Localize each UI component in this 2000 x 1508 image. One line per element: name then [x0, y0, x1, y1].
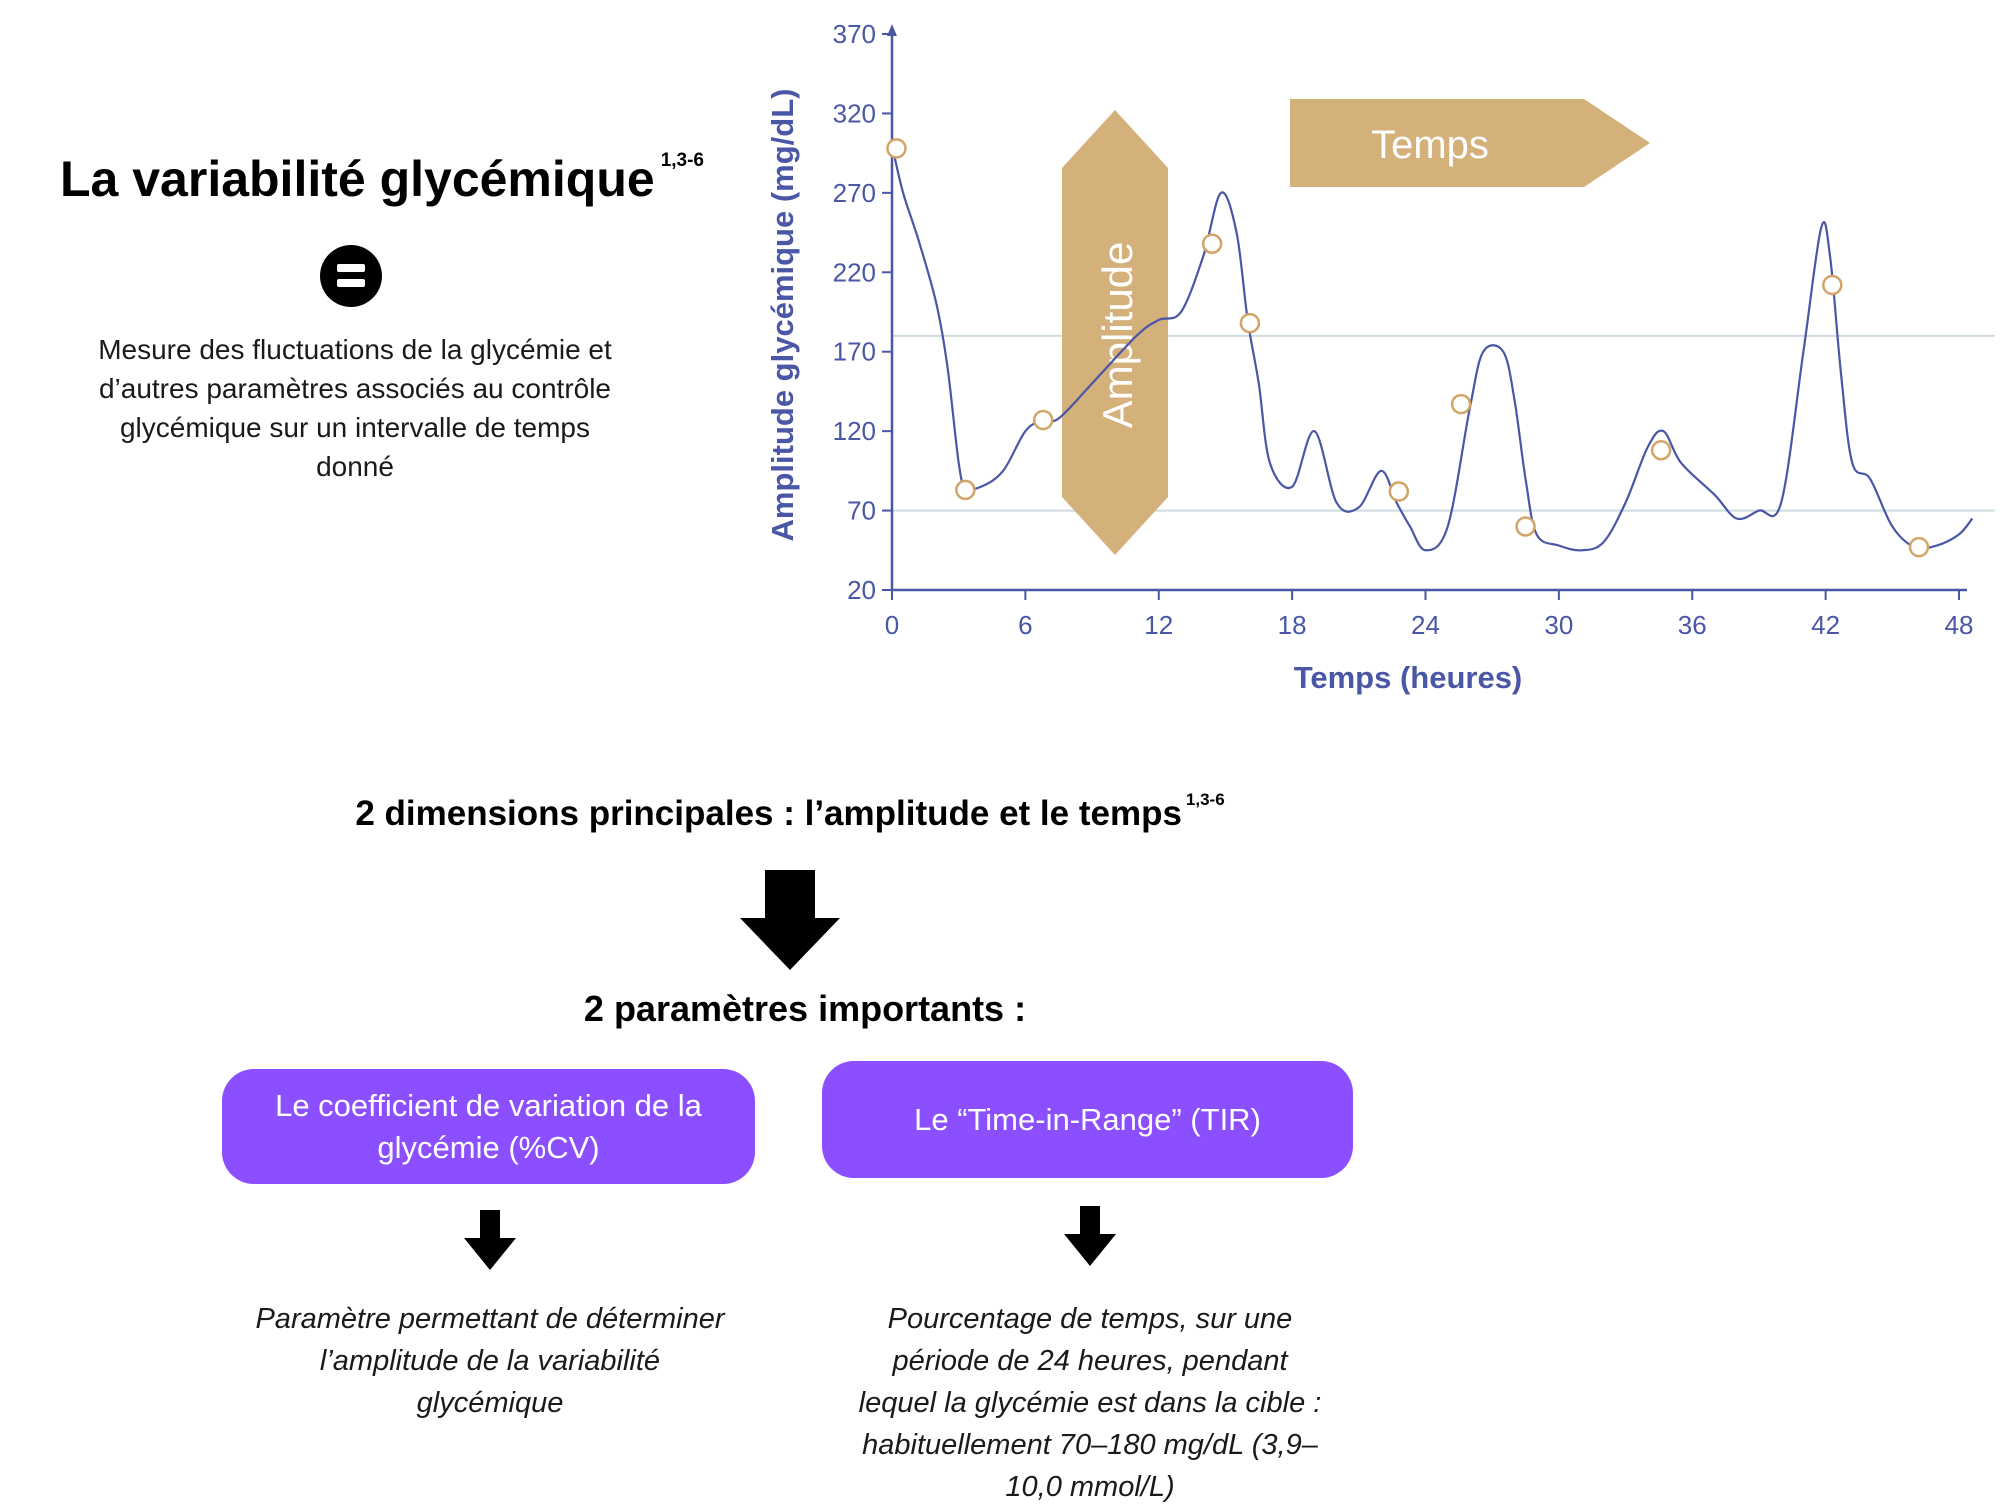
tir-parameter-box: Le “Time-in-Range” (TIR)	[822, 1061, 1353, 1178]
chart-markers	[886, 138, 1930, 558]
data-point-marker-8	[1650, 439, 1672, 461]
y-tick-label: 170	[833, 337, 876, 367]
subtitle-text: 2 dimensions principales : l’amplitude e…	[355, 794, 1182, 833]
y-tick-label: 370	[833, 19, 876, 49]
x-tick-label: 0	[885, 610, 899, 640]
data-point-marker-0	[886, 138, 907, 159]
dimensions-subtitle: 2 dimensions principales : l’amplitude e…	[0, 790, 1580, 834]
definition-text: Mesure des fluctuations de la glycémie e…	[98, 334, 612, 482]
glucose-series-line-0	[890, 144, 1974, 552]
time-arrow-shape	[1290, 99, 1650, 187]
x-tick-label: 48	[1945, 610, 1974, 640]
data-point-marker-6	[1450, 393, 1472, 415]
chart-series	[890, 144, 1974, 552]
x-axis-title: Temps (heures)	[1294, 660, 1523, 695]
y-tick-label: 20	[847, 575, 876, 605]
x-tick-label: 30	[1544, 610, 1573, 640]
down-arrow-icon	[464, 1210, 516, 1270]
time-label: Temps	[1371, 123, 1489, 167]
y-tick-label: 220	[833, 257, 876, 287]
data-point-marker-10	[1908, 536, 1930, 558]
reference-lines	[892, 334, 1995, 512]
data-point-marker-7	[1515, 516, 1536, 537]
data-point-marker-2	[1032, 409, 1054, 431]
x-tick-label: 24	[1411, 610, 1440, 640]
data-point-marker-3	[1201, 233, 1223, 254]
x-tick-label: 18	[1278, 610, 1307, 640]
y-tick-label: 120	[833, 416, 876, 446]
x-tick-label: 36	[1678, 610, 1707, 640]
data-point-marker-9	[1822, 274, 1843, 296]
data-point-marker-5	[1388, 481, 1410, 502]
y-tick-label: 320	[833, 98, 876, 128]
down-arrow-icon	[1064, 1206, 1116, 1266]
amplitude-arrow-shape	[1062, 110, 1168, 555]
x-tick-label: 42	[1811, 610, 1840, 640]
down-arrow-icon	[740, 870, 840, 970]
x-tick-label: 6	[1018, 610, 1032, 640]
glycemic-variability-chart: Amplitude Temps 20 70 120 170 220 270 320 370 0 6…	[765, 19, 1995, 695]
cv-parameter-box: Le coefficient de variation de la glycém…	[222, 1069, 755, 1184]
tir-description: Pourcentage de temps, sur une période de…	[858, 1303, 1322, 1503]
y-axis-title: Amplitude glycémique (mg/dL)	[765, 89, 800, 542]
y-tick-label: 270	[833, 178, 876, 208]
title-text: La variabilité glycémique	[60, 151, 655, 207]
data-point-marker-4	[1239, 312, 1261, 334]
amplitude-label: Amplitude	[1094, 242, 1141, 429]
x-tick-label: 12	[1144, 610, 1173, 640]
chart-annotations: Amplitude Temps	[1062, 99, 1650, 555]
chart-axes: 20 70 120 170 220 270 320 370 0 6 12 18 24 30 36 42 48	[833, 19, 1974, 640]
title-reference: 1,3-6	[660, 150, 704, 171]
cv-description: Paramètre permettant de déterminer l’amp…	[255, 1303, 725, 1419]
equals-circle-icon	[320, 245, 382, 307]
data-point-marker-1	[955, 479, 976, 501]
parameters-heading: 2 paramètres importants :	[583, 988, 1027, 1029]
y-tick-label: 70	[847, 496, 876, 526]
subtitle-reference: 1,3-6	[1185, 790, 1225, 809]
